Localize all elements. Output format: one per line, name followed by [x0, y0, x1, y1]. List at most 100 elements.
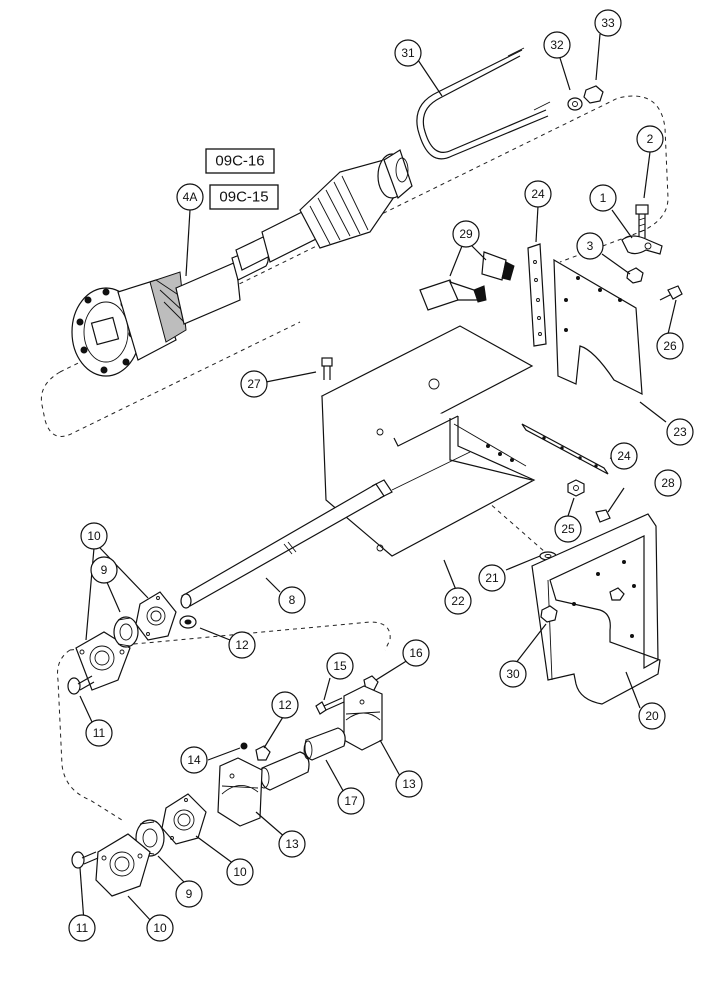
- leader-shaft-to-plate: [479, 494, 546, 553]
- flange-plate-10c: [161, 793, 207, 845]
- bearing-bracket-13b: [217, 757, 263, 827]
- pto-shaft-assembly: [71, 149, 413, 377]
- callout-10c: 10: [146, 914, 174, 942]
- reference-box-1: 09C-16: [205, 148, 275, 174]
- callout-3: 3: [576, 232, 604, 260]
- clamp-1: [621, 235, 663, 255]
- svg-text:24: 24: [617, 449, 631, 463]
- svg-text:1: 1: [600, 191, 607, 205]
- callout-29: 29: [452, 220, 480, 248]
- svg-text:16: 16: [409, 646, 423, 660]
- callout-32: 32: [543, 31, 571, 59]
- svg-text:15: 15: [333, 659, 347, 673]
- cross-shaft-8: [180, 451, 471, 609]
- callout-12a: 12: [228, 631, 256, 659]
- nut-25: [567, 479, 585, 497]
- svg-text:24: 24: [531, 187, 545, 201]
- callout-24b: 24: [610, 442, 638, 470]
- callout-8: 8: [278, 586, 306, 614]
- callout-1: 1: [589, 184, 617, 212]
- nut-3: [626, 267, 644, 284]
- flange-plate-10a: [75, 631, 131, 691]
- bushing-17: [258, 727, 346, 791]
- svg-text:20: 20: [645, 709, 659, 723]
- callout-23: 23: [666, 418, 694, 446]
- u-bolt: [416, 47, 551, 160]
- callout-30: 30: [499, 660, 527, 688]
- bearing-bracket-13a: [343, 685, 383, 751]
- nut-30: [540, 605, 558, 623]
- svg-text:25: 25: [561, 522, 575, 536]
- callout-10a: 10: [80, 522, 108, 550]
- callout-24a: 24: [524, 180, 552, 208]
- bolt-27: [321, 357, 333, 380]
- frame-bracket-20: [531, 513, 661, 705]
- callout-22: 22: [444, 587, 472, 615]
- svg-text:23: 23: [673, 425, 687, 439]
- callout-9a: 9: [90, 556, 118, 584]
- nut-20-side: [609, 587, 625, 601]
- svg-text:9: 9: [186, 887, 193, 901]
- svg-text:29: 29: [459, 227, 473, 241]
- svg-text:13: 13: [285, 837, 299, 851]
- main-shield-22: [320, 325, 536, 557]
- callout-33: 33: [594, 9, 622, 37]
- bearing-group-outline: [57, 621, 391, 821]
- callout-17: 17: [337, 787, 365, 815]
- svg-text:21: 21: [485, 571, 499, 585]
- svg-text:11: 11: [76, 921, 89, 935]
- callout-9b: 9: [175, 880, 203, 908]
- callout-11b: 11: [68, 914, 96, 942]
- callout-14: 14: [180, 746, 208, 774]
- svg-text:12: 12: [235, 638, 249, 652]
- callout-12b: 12: [271, 691, 299, 719]
- callout-31: 31: [394, 39, 422, 67]
- reference-label-1: 09C-16: [215, 153, 264, 170]
- bearing-9a: [113, 616, 139, 648]
- svg-text:22: 22: [451, 594, 465, 608]
- svg-text:8: 8: [289, 593, 296, 607]
- svg-text:33: 33: [601, 16, 615, 30]
- callout-27: 27: [240, 370, 268, 398]
- callout-13b: 13: [278, 830, 306, 858]
- svg-text:10: 10: [153, 921, 167, 935]
- connector-plugs: [419, 251, 515, 311]
- reference-box-2: 09C-15: [209, 184, 279, 210]
- callout-2: 2: [636, 125, 664, 153]
- svg-text:10: 10: [233, 865, 247, 879]
- svg-text:9: 9: [101, 563, 108, 577]
- callout-20: 20: [638, 702, 666, 730]
- svg-text:4A: 4A: [183, 190, 198, 204]
- callout-10b: 10: [226, 858, 254, 886]
- callout-26: 26: [656, 332, 684, 360]
- nut-28: [595, 509, 611, 523]
- bolt-2: [635, 204, 649, 238]
- carriage-bolt-11a: [67, 675, 95, 695]
- side-shield-23: [553, 258, 643, 396]
- callout-16: 16: [402, 639, 430, 667]
- svg-text:13: 13: [402, 777, 416, 791]
- bolt-15: [315, 697, 345, 715]
- screw-14: [240, 742, 248, 750]
- flange-plate-10b: [135, 591, 177, 641]
- svg-text:26: 26: [663, 339, 677, 353]
- svg-text:10: 10: [87, 529, 101, 543]
- svg-text:30: 30: [506, 667, 520, 681]
- nut-33: [583, 85, 604, 104]
- svg-text:27: 27: [247, 377, 261, 391]
- svg-text:28: 28: [661, 476, 675, 490]
- callout-21: 21: [478, 564, 506, 592]
- nut-12b: [255, 745, 271, 761]
- bracket-strip-24a: [527, 243, 547, 347]
- svg-text:11: 11: [93, 726, 106, 740]
- reference-label-2: 09C-15: [219, 189, 268, 206]
- svg-text:12: 12: [278, 698, 292, 712]
- flange-plate-10d: [95, 833, 151, 897]
- nut-32: [567, 97, 583, 111]
- washer-12a: [179, 615, 197, 629]
- svg-text:3: 3: [587, 239, 594, 253]
- callout-11a: 11: [85, 719, 113, 747]
- callout-25: 25: [554, 515, 582, 543]
- bolt-26: [659, 285, 683, 301]
